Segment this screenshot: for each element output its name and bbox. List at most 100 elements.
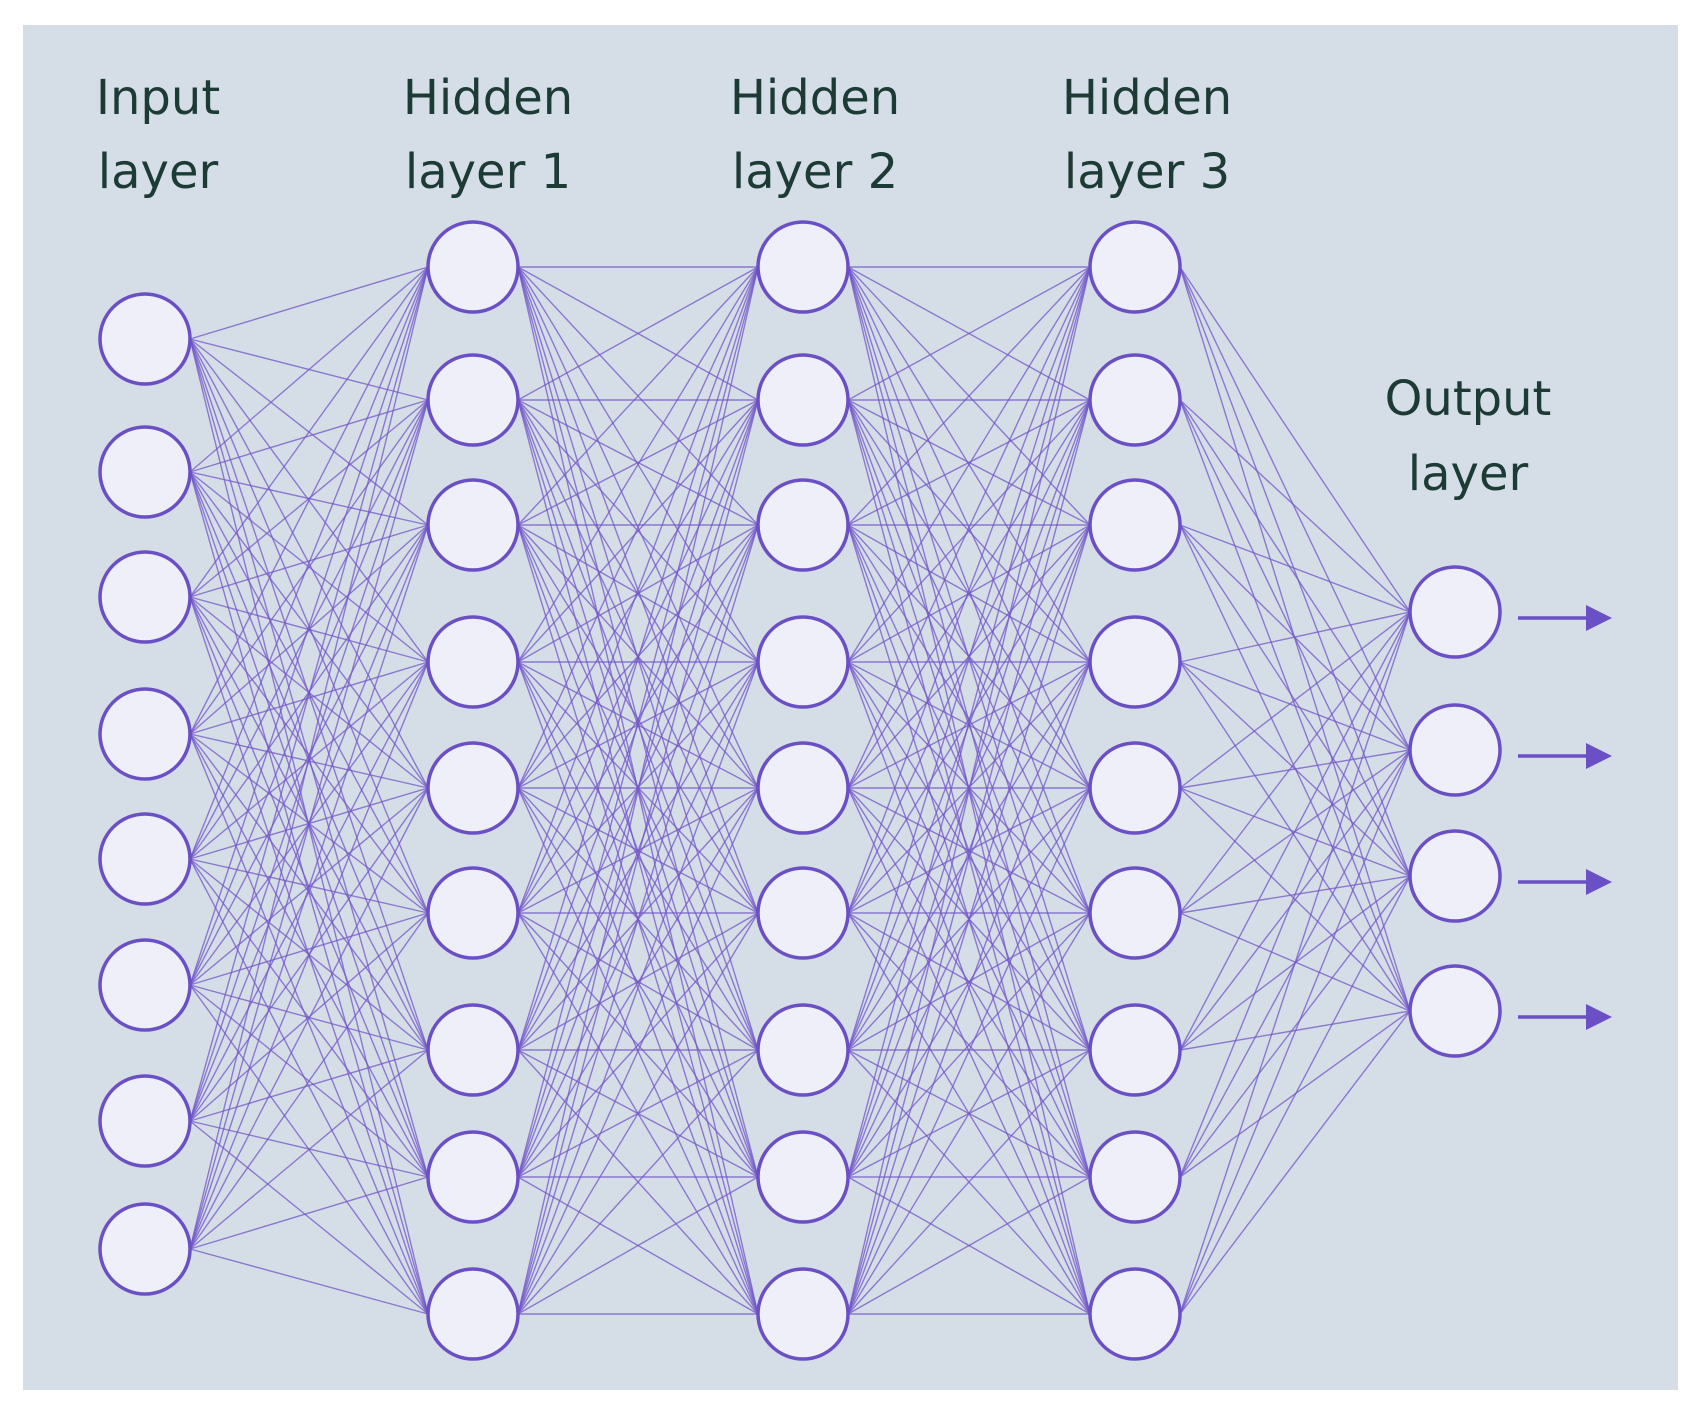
connection-input-4-to-hidden1-9 [189,733,429,1315]
connection-hidden2-8-to-hidden3-1 [847,266,1091,1178]
connection-hidden2-8-to-hidden3-6 [847,912,1091,1178]
connection-hidden1-6-to-hidden2-3 [517,524,759,914]
connection-hidden2-9-to-hidden3-4 [847,661,1091,1315]
connection-input-7-to-hidden1-9 [189,1120,429,1315]
connection-input-3-to-hidden1-3 [189,524,429,598]
connection-hidden2-9-to-hidden3-6 [847,912,1091,1315]
neuron-input-8 [98,1202,192,1296]
neuron-hidden1-9 [426,1267,520,1361]
connection-hidden3-4-to-output-4 [1179,661,1411,1012]
neurons [98,220,1502,1361]
connection-hidden3-4-to-output-2 [1179,661,1411,751]
neuron-hidden3-3 [1088,478,1182,572]
connection-hidden3-7-to-output-1 [1179,611,1411,1051]
neuron-input-3 [98,550,192,644]
connection-hidden3-4-to-output-1 [1179,611,1411,663]
connection-input-7-to-hidden1-4 [189,661,429,1122]
neuron-hidden2-4 [756,615,850,709]
connection-input-8-to-hidden1-7 [189,1049,429,1250]
connection-hidden3-2-to-output-1 [1179,399,1411,613]
neuron-hidden2-6 [756,866,850,960]
connection-hidden3-9-to-output-1 [1179,611,1411,1315]
neuron-hidden2-9 [756,1267,850,1361]
connection-hidden1-7-to-hidden2-2 [517,399,759,1051]
connection-hidden1-4-to-hidden2-1 [517,266,759,663]
neuron-hidden1-2 [426,353,520,447]
connection-hidden3-8-to-output-1 [1179,611,1411,1178]
neuron-hidden3-5 [1088,741,1182,835]
neuron-hidden3-1 [1088,220,1182,314]
neuron-hidden2-1 [756,220,850,314]
connection-hidden2-7-to-hidden3-1 [847,266,1091,1051]
connection-hidden3-8-to-output-3 [1179,875,1411,1178]
output-arrows [1518,605,1612,1030]
connection-input-5-to-hidden1-9 [189,858,429,1315]
connection-hidden2-3-to-hidden3-1 [847,266,1091,526]
neuron-hidden1-3 [426,478,520,572]
neuron-hidden2-8 [756,1130,850,1224]
connection-hidden2-5-to-hidden3-1 [847,266,1091,789]
layer-label-line1: Input [96,70,220,126]
connection-hidden2-9-to-hidden3-1 [847,266,1091,1315]
neuron-hidden1-6 [426,866,520,960]
neuron-output-4 [1408,964,1502,1058]
connection-input-8-to-hidden1-8 [189,1176,429,1250]
neuron-hidden2-5 [756,741,850,835]
neuron-hidden3-6 [1088,866,1182,960]
neuron-output-2 [1408,703,1502,797]
neuron-hidden3-4 [1088,615,1182,709]
layer-label-output: Output layer [1385,371,1552,502]
connection-hidden2-9-to-hidden3-3 [847,524,1091,1315]
connection-hidden1-9-to-hidden2-2 [517,399,759,1315]
connection-input-1-to-hidden1-1 [189,266,429,340]
connection-input-8-to-hidden1-2 [189,399,429,1250]
connection-hidden1-8-to-hidden2-1 [517,266,759,1178]
connection-hidden2-9-to-hidden3-8 [847,1176,1091,1315]
connection-input-8-to-hidden1-9 [189,1248,429,1315]
neuron-hidden1-5 [426,741,520,835]
connection-hidden3-1-to-output-1 [1179,266,1411,613]
neuron-output-1 [1408,565,1502,659]
connection-input-7-to-hidden1-1 [189,266,429,1122]
connection-hidden3-5-to-output-1 [1179,611,1411,789]
layer-label-hidden-2: Hidden layer 2 [730,70,900,200]
connection-hidden2-6-to-hidden3-3 [847,524,1091,914]
connections [189,266,1411,1315]
connection-input-4-to-hidden1-2 [189,399,429,735]
connection-hidden3-3-to-output-4 [1179,524,1411,1012]
output-arrow-head-3 [1586,869,1612,895]
connection-hidden1-6-to-hidden2-1 [517,266,759,914]
connection-hidden3-3-to-output-1 [1179,524,1411,613]
connection-hidden2-8-to-hidden3-3 [847,524,1091,1178]
connection-hidden1-9-to-hidden2-3 [517,524,759,1315]
neuron-input-4 [98,687,192,781]
neuron-hidden3-8 [1088,1130,1182,1224]
connection-hidden1-3-to-hidden2-1 [517,266,759,526]
connection-hidden3-7-to-output-2 [1179,749,1411,1051]
connection-hidden3-2-to-output-2 [1179,399,1411,751]
connection-hidden1-9-to-hidden2-7 [517,1049,759,1315]
neuron-input-5 [98,812,192,906]
layer-label-hidden-3: Hidden layer 3 [1062,70,1232,200]
neuron-input-1 [98,292,192,386]
layer-label-line1: Hidden [1062,70,1232,126]
connection-hidden2-5-to-hidden3-2 [847,399,1091,789]
neuron-input-2 [98,425,192,519]
connection-hidden2-9-to-hidden3-7 [847,1049,1091,1315]
layer-label-line1: Hidden [403,70,573,126]
layer-label-line2: layer [98,144,219,200]
neuron-hidden1-7 [426,1003,520,1097]
connection-hidden1-2-to-hidden2-1 [517,266,759,401]
connection-hidden2-4-to-hidden3-1 [847,266,1091,663]
diagram-background [23,25,1678,1390]
layer-label-line2: layer 2 [732,144,898,200]
output-arrow-head-2 [1586,743,1612,769]
connection-input-6-to-hidden1-6 [189,912,429,986]
connection-hidden1-8-to-hidden2-6 [517,912,759,1178]
connection-input-8-to-hidden1-1 [189,266,429,1250]
connection-hidden2-7-to-hidden3-2 [847,399,1091,1051]
layer-label-line2: layer [1408,446,1529,502]
neuron-input-7 [98,1074,192,1168]
connection-input-5-to-hidden1-1 [189,266,429,860]
